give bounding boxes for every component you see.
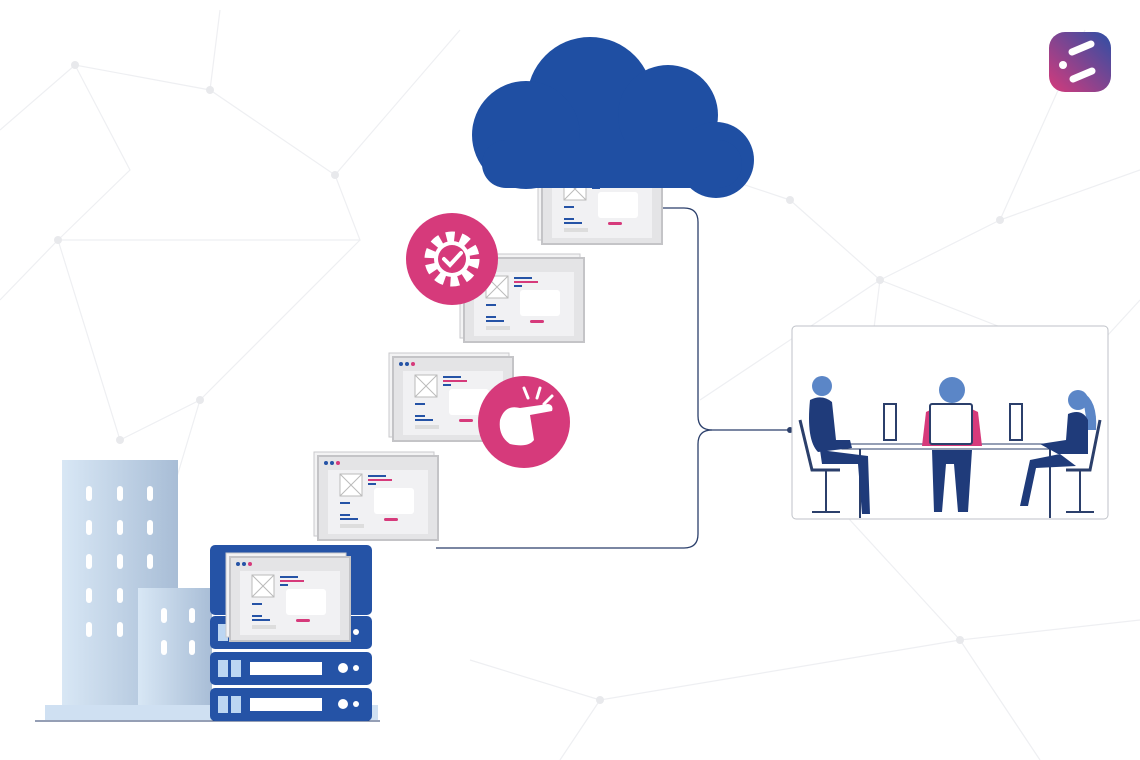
cloud-icon [472,37,754,198]
connector-lines [436,207,790,549]
app-window-step-1 [313,451,439,541]
app-window-server [225,552,351,642]
gear-check-icon [406,213,498,305]
team-at-desk-icon [791,325,1109,520]
snap-hand-icon [478,376,570,468]
logo-icon [1049,32,1111,92]
